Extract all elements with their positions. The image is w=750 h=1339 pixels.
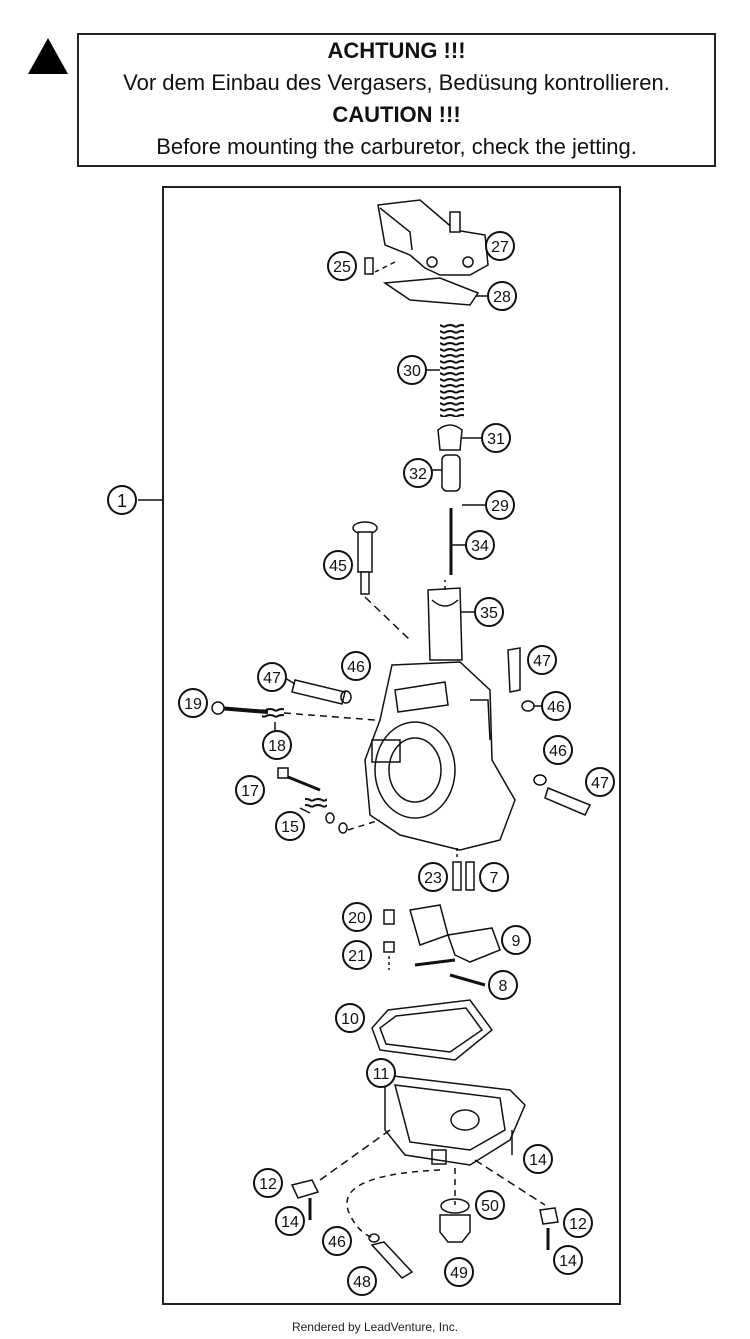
svg-text:19: 19 [184, 696, 202, 713]
svg-text:18: 18 [268, 738, 286, 755]
svg-text:14: 14 [529, 1152, 547, 1169]
svg-text:23: 23 [424, 870, 442, 887]
text-en: Before mounting the carburetor, check th… [156, 134, 637, 159]
svg-text:47: 47 [263, 670, 281, 687]
carburetor-top-cap-part [377, 199, 489, 276]
svg-text:27: 27 [491, 239, 509, 256]
callout-45: 45 [323, 550, 353, 580]
callout-34: 34 [465, 530, 495, 560]
callout-49: 49 [444, 1257, 474, 1287]
choke-plunger-part [352, 521, 378, 595]
callout-47-a: 47 [527, 645, 557, 675]
caution-box: ACHTUNG !!! Vor dem Einbau des Vergasers… [77, 33, 716, 167]
callout-46-a: 46 [341, 651, 371, 681]
callout-11: 11 [366, 1058, 396, 1088]
carburetor-exploded-diagram: 1 25 27 28 30 31 32 29 34 45 35 47 47 46… [107, 186, 621, 1305]
svg-text:21: 21 [348, 948, 366, 965]
svg-text:49: 49 [450, 1265, 468, 1282]
callout-46-c: 46 [543, 735, 573, 765]
svg-text:29: 29 [491, 498, 509, 515]
callout-31: 31 [481, 423, 511, 453]
svg-text:35: 35 [480, 605, 498, 622]
callout-27: 27 [485, 231, 515, 261]
callout-28: 28 [487, 281, 517, 311]
svg-text:12: 12 [259, 1176, 277, 1193]
callout-30: 30 [397, 355, 427, 385]
svg-text:32: 32 [409, 466, 427, 483]
callout-23: 23 [418, 862, 448, 892]
callout-18: 18 [262, 730, 292, 760]
svg-text:46: 46 [549, 743, 567, 760]
svg-text:9: 9 [512, 933, 521, 950]
callout-20: 20 [342, 902, 372, 932]
callout-46-d: 46 [322, 1226, 352, 1256]
svg-text:1: 1 [117, 491, 127, 511]
carburetor-body-part [364, 661, 516, 851]
svg-text:48: 48 [353, 1274, 371, 1291]
callout-1: 1 [107, 485, 137, 515]
callout-8: 8 [488, 970, 518, 1000]
callout-17: 17 [235, 775, 265, 805]
svg-text:8: 8 [499, 978, 508, 995]
float-part [409, 904, 501, 967]
svg-text:46: 46 [547, 699, 565, 716]
svg-text:11: 11 [373, 1066, 390, 1083]
callout-21: 21 [342, 940, 372, 970]
callout-7: 7 [479, 862, 509, 892]
svg-text:31: 31 [487, 431, 505, 448]
svg-text:34: 34 [471, 538, 489, 555]
callout-48: 48 [347, 1266, 377, 1296]
svg-text:15: 15 [281, 819, 299, 836]
float-bowl-part [384, 1074, 526, 1166]
svg-text:17: 17 [241, 783, 259, 800]
callout-15: 15 [275, 811, 305, 841]
heading-de: ACHTUNG !!! [327, 38, 466, 63]
callout-47-b: 47 [257, 662, 287, 692]
svg-text:47: 47 [591, 775, 609, 792]
callout-19: 19 [178, 688, 208, 718]
callout-29: 29 [485, 490, 515, 520]
callout-32: 32 [403, 458, 433, 488]
footer-credit: Rendered by LeadVenture, Inc. [291, 1320, 459, 1334]
svg-text:10: 10 [341, 1011, 359, 1028]
heading-en: CAUTION !!! [332, 102, 461, 127]
callout-12-b: 12 [563, 1208, 593, 1238]
callout-12-a: 12 [253, 1168, 283, 1198]
callout-9: 9 [501, 925, 531, 955]
svg-text:30: 30 [403, 363, 421, 380]
svg-text:46: 46 [347, 659, 365, 676]
callout-10: 10 [335, 1003, 365, 1033]
callout-25: 25 [327, 251, 357, 281]
svg-text:47: 47 [533, 653, 551, 670]
callout-35: 35 [474, 597, 504, 627]
svg-text:20: 20 [348, 910, 366, 927]
svg-text:28: 28 [493, 289, 511, 306]
callout-50: 50 [475, 1190, 505, 1220]
callout-14-b: 14 [275, 1206, 305, 1236]
svg-text:7: 7 [490, 870, 499, 887]
callout-14-c: 14 [553, 1245, 583, 1275]
svg-text:50: 50 [481, 1198, 499, 1215]
svg-text:12: 12 [569, 1216, 587, 1233]
svg-text:45: 45 [329, 558, 347, 575]
warning-triangle-icon [28, 38, 68, 74]
svg-text:14: 14 [281, 1214, 299, 1231]
text-de: Vor dem Einbau des Vergasers, Bedüsung k… [123, 70, 670, 95]
assembly-frame [162, 186, 621, 1305]
callout-47-c: 47 [585, 767, 615, 797]
svg-text:46: 46 [328, 1234, 346, 1251]
callout-46-b: 46 [541, 691, 571, 721]
callout-14-a: 14 [523, 1144, 553, 1174]
svg-text:25: 25 [333, 259, 351, 276]
svg-text:14: 14 [559, 1253, 577, 1270]
